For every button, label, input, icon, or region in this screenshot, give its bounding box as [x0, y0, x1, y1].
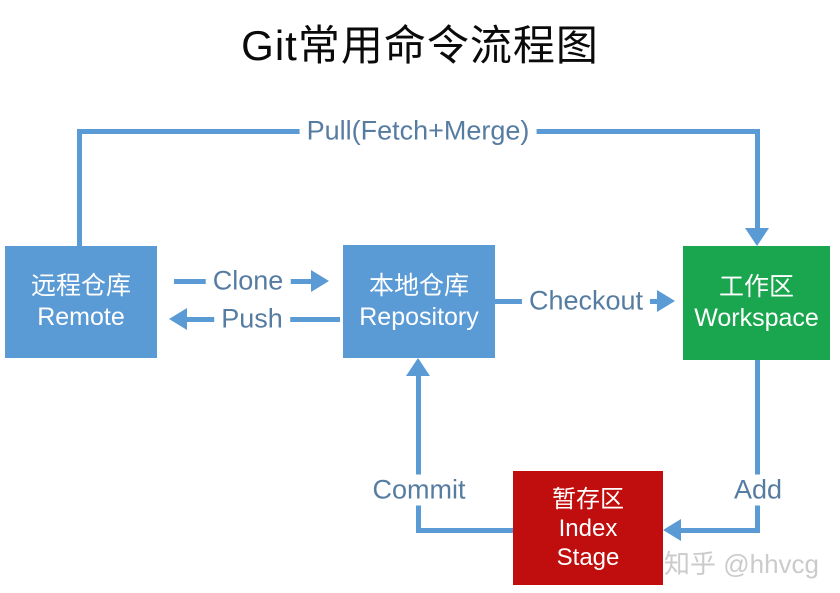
- pull-line-vertical-left: [77, 129, 82, 247]
- clone-arrowhead-right-icon: [311, 270, 329, 292]
- node-index-label-en: Index: [558, 514, 618, 542]
- pull-arrowhead-down-icon: [745, 228, 769, 246]
- edge-label-clone: Clone: [205, 265, 291, 297]
- push-arrowhead-left-icon: [169, 308, 187, 330]
- node-remote: 远程仓库 Remote: [5, 246, 157, 358]
- node-workspace-label-zh: 工作区: [718, 273, 794, 301]
- commit-line-vertical: [416, 376, 421, 533]
- node-workspace: 工作区 Workspace: [683, 246, 830, 360]
- pull-line-vertical-right: [755, 129, 760, 229]
- commit-line-horizontal: [416, 528, 514, 533]
- edge-label-checkout: Checkout: [521, 285, 651, 317]
- add-line-vertical: [755, 360, 760, 533]
- checkout-arrowhead-right-icon: [657, 290, 675, 312]
- node-repository: 本地仓库 Repository: [343, 245, 495, 358]
- commit-arrowhead-up-icon: [406, 358, 430, 376]
- edge-label-pull: Pull(Fetch+Merge): [299, 115, 537, 147]
- edge-label-commit: Commit: [365, 474, 473, 506]
- add-arrowhead-left-icon: [663, 519, 681, 541]
- add-line-horizontal: [680, 528, 760, 533]
- node-repository-label-en: Repository: [359, 302, 479, 331]
- edge-label-push: Push: [214, 303, 290, 335]
- node-index-stage: 暂存区 Index Stage: [513, 471, 663, 585]
- edge-label-add: Add: [726, 474, 790, 506]
- node-remote-label-en: Remote: [37, 303, 125, 331]
- node-index-label-en2: Stage: [556, 543, 620, 571]
- node-remote-label-zh: 远程仓库: [30, 272, 131, 300]
- diagram-title: Git常用命令流程图: [241, 22, 599, 69]
- watermark: 知乎 @hhvcg: [664, 549, 819, 579]
- node-index-label-zh: 暂存区: [552, 485, 624, 513]
- node-repository-label-zh: 本地仓库: [368, 271, 469, 300]
- node-workspace-label-en: Workspace: [694, 304, 819, 332]
